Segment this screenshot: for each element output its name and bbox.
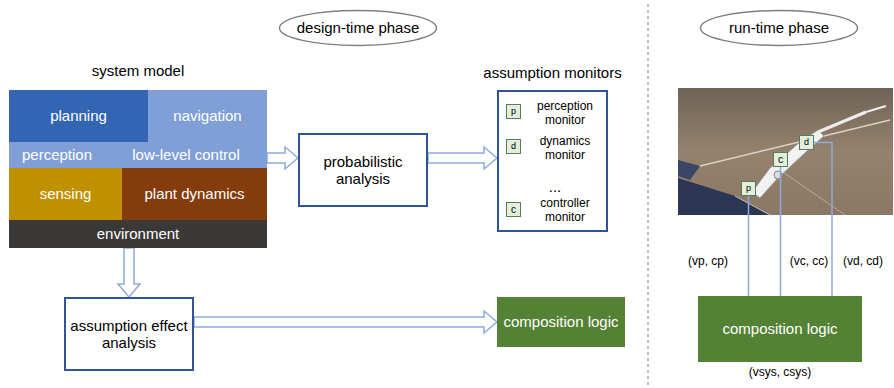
text-label: dynamics monitor: [526, 135, 604, 163]
simulation-illustration: [678, 88, 893, 215]
shadow-line: [780, 170, 845, 215]
signal-line: [780, 167, 782, 296]
robot-body: [752, 130, 824, 198]
model-layer: perception: [9, 142, 105, 168]
logic-box: composition logic: [698, 296, 862, 362]
node-text: probabilistic analysis: [300, 153, 426, 188]
monitor-marker: d: [799, 135, 814, 150]
group-heading: system model: [92, 62, 185, 79]
monitor-icon: c: [506, 202, 521, 217]
panel-edge: [735, 196, 770, 215]
text-label: (vsys, csys): [735, 366, 825, 380]
node-text: composition logic: [718, 320, 841, 337]
model-layer: environment: [9, 220, 267, 248]
robot-arm: [818, 112, 866, 132]
model-layer: navigation: [148, 90, 267, 142]
node-text: assumption effect analysis: [66, 317, 192, 352]
node-text: c: [774, 155, 787, 165]
model-layer: planning: [9, 90, 148, 142]
monitor-icon: d: [506, 139, 521, 154]
phase-divider: [648, 4, 649, 388]
block-arrow: [428, 147, 497, 169]
block-arrow: [267, 147, 298, 169]
system-model: system modelplanningnavigationperception…: [9, 90, 267, 248]
group-heading: assumption monitors: [483, 64, 621, 81]
node-text: low-level control: [128, 146, 244, 163]
node-text: p: [507, 107, 520, 116]
node-text: p: [742, 184, 755, 193]
monitor-marker: p: [741, 181, 756, 196]
ellipse-shape: [701, 11, 858, 46]
node-text: navigation: [169, 107, 245, 124]
text-label: controller monitor: [526, 197, 604, 225]
node-text: d: [507, 142, 520, 151]
node-text: environment: [93, 225, 184, 242]
text-label: ...: [535, 178, 575, 195]
block-arrow: [118, 248, 140, 297]
node-text: run-time phase: [725, 19, 833, 36]
signal-label: (vd, cd): [838, 255, 888, 269]
logic-box: composition logic: [497, 297, 625, 347]
solar-panel: [678, 178, 770, 215]
node-text: perception: [18, 146, 96, 163]
phase-ellipse: run-time phase: [699, 9, 859, 47]
text-label: perception monitor: [526, 100, 604, 128]
robot-arm: [866, 106, 886, 112]
signal-label: (vc, cc): [785, 255, 833, 269]
node-text: design-time phase: [293, 19, 424, 36]
node-text: planning: [46, 107, 111, 124]
model-layer: plant dynamics: [122, 168, 267, 220]
signal-line: [814, 143, 832, 297]
ellipse-shape: [280, 11, 437, 46]
signal-line: [748, 196, 750, 296]
node-text: d: [800, 138, 813, 147]
monitor-icon: p: [506, 104, 521, 119]
node-text: sensing: [36, 185, 96, 202]
block-arrow: [194, 311, 497, 333]
process-box: probabilistic analysis: [298, 133, 428, 207]
terrain: [678, 88, 893, 215]
signal-label: (vp, cp): [676, 255, 740, 269]
solar-panel: [678, 160, 700, 180]
phase-ellipse: design-time phase: [278, 9, 438, 47]
node-text: plant dynamics: [140, 185, 248, 202]
model-layer: sensing: [9, 168, 122, 220]
node-text: composition logic: [499, 313, 622, 330]
process-box: assumption effect analysis: [64, 297, 194, 371]
node-text: c: [507, 205, 520, 215]
model-layer: low-level control: [105, 142, 267, 168]
monitor-marker: c: [773, 152, 788, 167]
